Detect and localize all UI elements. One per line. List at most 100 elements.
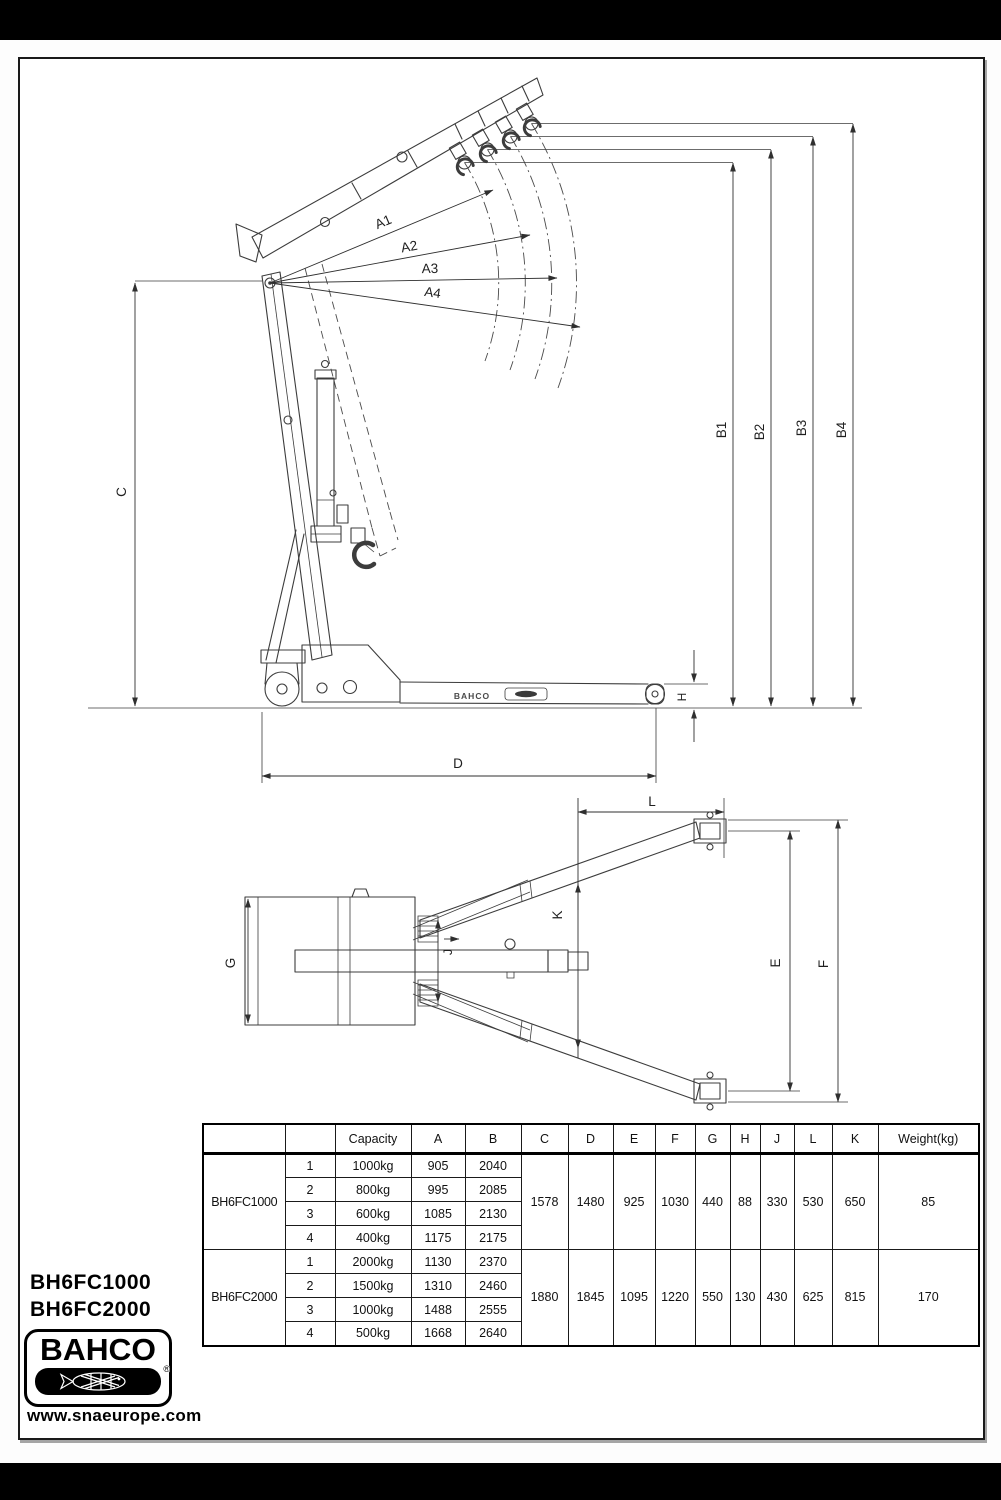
position-cell: 4 [284, 1225, 336, 1250]
a-cell: 1130 [410, 1249, 466, 1274]
c-cell: 1880 [520, 1249, 569, 1346]
upper-leg [413, 812, 726, 942]
table-row: 3 1000kg 1488 2555 [203, 1297, 979, 1322]
dim-label-g: G [223, 958, 238, 969]
d-cell: 1845 [567, 1249, 614, 1346]
base-block-top-view [245, 889, 415, 1025]
a-cell: 1175 [410, 1225, 466, 1250]
col-header-e: E [612, 1123, 656, 1155]
stored-hook-icon [351, 528, 374, 567]
dimension-c: C [114, 281, 262, 707]
b-cell: 2370 [464, 1249, 522, 1274]
table-header-row: Capacity A B C D E F G H J L K Weight(kg… [202, 1123, 980, 1155]
bahco-logo-bar: ® [35, 1364, 170, 1395]
position-cell: 2 [284, 1273, 336, 1298]
f-cell: 1030 [654, 1153, 696, 1250]
side-view-drawing: BAHCO A1 A2 A3 A4 [88, 78, 862, 783]
col-header-b: B [464, 1123, 522, 1155]
position-cell: 2 [284, 1177, 336, 1202]
hook-icon [446, 142, 475, 176]
capacity-cell: 1000kg [334, 1297, 412, 1322]
col-header-a: A [410, 1123, 466, 1155]
col-header-capacity: Capacity [334, 1123, 412, 1155]
weight-cell: 170 [877, 1249, 980, 1346]
boom-hook-icons [446, 103, 542, 176]
k-cell: 815 [831, 1249, 879, 1346]
registered-mark: ® [163, 1364, 170, 1374]
website-url: www.snaeurope.com [27, 1406, 202, 1425]
hook-icon [492, 116, 521, 150]
model-cell: BH6FC1000 [202, 1153, 286, 1250]
a-cell: 1668 [410, 1321, 466, 1346]
spec-table: Capacity A B C D E F G H J L K Weight(kg… [202, 1123, 980, 1347]
dim-label-j: J [441, 949, 455, 955]
b-cell: 2175 [464, 1225, 522, 1250]
position-cell: 4 [284, 1321, 336, 1346]
dim-label-b3: B3 [794, 420, 809, 437]
dim-label-c: C [114, 487, 129, 497]
hook-icon [469, 129, 498, 163]
k-cell: 650 [831, 1153, 879, 1250]
col-header-d: D [567, 1123, 614, 1155]
drawbar-beam [295, 939, 588, 978]
dim-label-a1: A1 [373, 212, 394, 232]
b-cell: 2130 [464, 1201, 522, 1226]
capacity-cell: 1500kg [334, 1273, 412, 1298]
col-header-c: C [520, 1123, 569, 1155]
table-row: BH6FC1000 1 1000kg 905 2040 1578 1480 92… [202, 1153, 980, 1250]
top-view-drawing: L K J G [223, 794, 848, 1110]
capacity-cell: 500kg [334, 1321, 412, 1346]
dim-label-b1: B1 [714, 422, 729, 439]
capacity-cell: 2000kg [334, 1249, 412, 1274]
e-cell: 925 [612, 1153, 656, 1250]
capacity-cell: 800kg [334, 1177, 412, 1202]
dimension-d: D [261, 708, 657, 783]
boom [236, 78, 543, 262]
dim-label-e: E [768, 958, 783, 967]
h-cell: 130 [729, 1249, 761, 1346]
dim-label-h: H [675, 693, 689, 702]
hydraulic-cylinder [311, 361, 348, 543]
fish-icon [59, 1372, 126, 1391]
a-cell: 905 [410, 1153, 466, 1178]
table-row: BH6FC2000 1 2000kg 1130 2370 1880 1845 1… [202, 1249, 980, 1346]
folded-boom-outline [305, 264, 398, 556]
mast [262, 272, 332, 663]
dimension-g: G [223, 898, 251, 1024]
dim-label-d: D [453, 756, 463, 771]
a-cell: 1085 [410, 1201, 466, 1226]
b-cell: 2460 [464, 1273, 522, 1298]
f-cell: 1220 [654, 1249, 696, 1346]
col-header-j: J [759, 1123, 795, 1155]
hook-leader-lines [465, 124, 854, 163]
capacity-cell: 600kg [334, 1201, 412, 1226]
dimension-e: E [728, 830, 800, 1092]
dimension-f: F [728, 819, 848, 1103]
b-cell: 2040 [464, 1153, 522, 1178]
dim-label-b4: B4 [834, 421, 849, 438]
dim-label-a3: A3 [422, 261, 439, 276]
b-cell: 2640 [464, 1321, 522, 1346]
lower-leg [413, 980, 726, 1110]
col-header-model [202, 1123, 286, 1155]
col-header-f: F [654, 1123, 696, 1155]
g-cell: 440 [694, 1153, 731, 1250]
base-leg: BAHCO [302, 645, 665, 704]
dimension-h: H [664, 650, 708, 742]
leg-sticker-box [505, 688, 547, 700]
boom-swing-arcs [465, 124, 577, 389]
table-row: 4 400kg 1175 2175 [203, 1225, 979, 1250]
model-cell: BH6FC2000 [202, 1249, 286, 1346]
dim-label-f: F [816, 960, 831, 968]
model-name-1: BH6FC1000 [30, 1271, 152, 1294]
capacity-cell: 400kg [334, 1225, 412, 1250]
dim-label-b2: B2 [752, 424, 767, 441]
l-cell: 530 [793, 1153, 833, 1250]
caster-icon [694, 1072, 726, 1110]
rear-roller-icon [646, 685, 665, 704]
bahco-logo: BAHCO ® [24, 1329, 172, 1407]
a-cell: 995 [410, 1177, 466, 1202]
position-cell: 1 [284, 1153, 336, 1178]
